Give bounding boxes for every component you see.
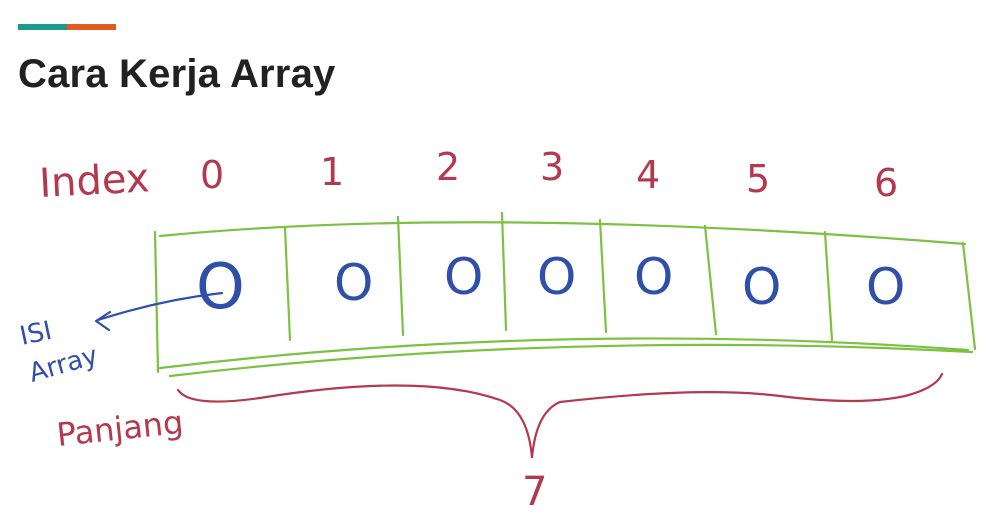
cell-divider	[703, 224, 718, 336]
cell-divider	[283, 226, 292, 342]
length-label: Panjang	[55, 403, 185, 454]
index-number: 2	[436, 145, 460, 189]
index-number: 1	[320, 150, 344, 194]
index-number: 5	[746, 157, 770, 201]
array-cell-value: O	[334, 254, 373, 312]
content-label-line1: ISI	[17, 316, 54, 352]
array-cell-value: O	[444, 248, 483, 306]
array-bottom-edge	[168, 343, 974, 378]
array-middle-edge	[158, 337, 970, 370]
array-top-edge	[158, 221, 967, 246]
cell-divider	[396, 215, 405, 337]
array-cell-value: O	[866, 258, 905, 316]
length-brace-icon	[176, 372, 944, 459]
array-left-edge	[153, 230, 160, 374]
cell-divider	[598, 218, 608, 334]
index-label: Index	[38, 155, 150, 207]
accent-bar-orange	[67, 24, 116, 30]
content-arrow-icon	[94, 291, 224, 332]
array-right-edge	[961, 241, 977, 351]
array-cell-value: O	[537, 248, 576, 306]
array-box	[153, 211, 977, 378]
index-number: 0	[200, 153, 224, 197]
array-cell-value: O	[634, 248, 673, 306]
array-cell-value: O	[196, 250, 245, 323]
array-cell-value: O	[742, 258, 781, 316]
cell-divider	[823, 230, 834, 342]
index-number: 6	[874, 161, 898, 205]
accent-bar-teal	[18, 24, 67, 30]
index-number: 3	[540, 145, 564, 189]
slide-title: Cara Kerja Array	[18, 52, 336, 96]
accent-bar	[18, 24, 116, 30]
index-number: 4	[636, 153, 660, 197]
cell-divider	[500, 211, 508, 332]
array-values: O O O O O O O	[196, 248, 905, 323]
length-value: 7	[522, 469, 547, 515]
